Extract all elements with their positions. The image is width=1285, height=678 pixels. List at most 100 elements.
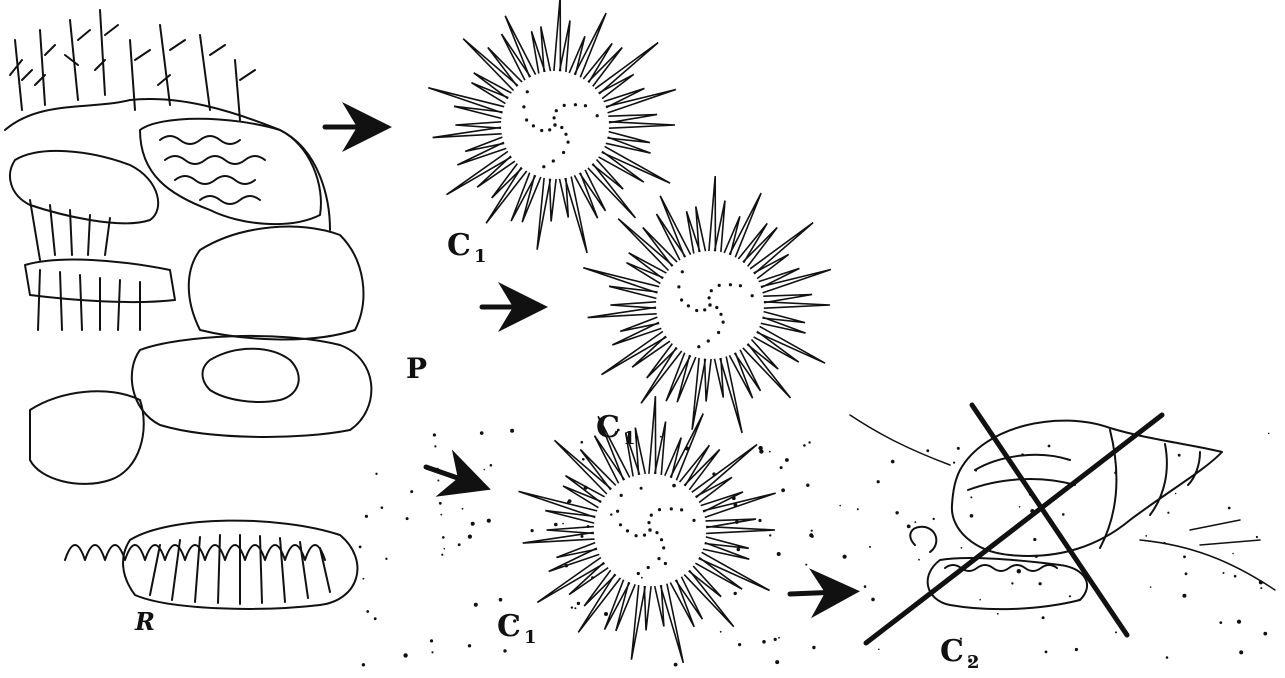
- urchin-tubercle: [680, 298, 683, 301]
- sediment-dot: [660, 436, 662, 438]
- urchin-spine: [655, 422, 666, 475]
- urchin-spine: [608, 115, 657, 123]
- svg-text:1: 1: [524, 627, 537, 648]
- urchin-icon: [583, 176, 831, 433]
- sediment-dot: [1045, 651, 1048, 654]
- sediment-dot: [811, 535, 814, 538]
- urchin-spine: [705, 359, 712, 402]
- urchin-tubercle: [751, 294, 754, 297]
- sediment-dot: [440, 514, 442, 516]
- sediment-dot: [604, 612, 608, 616]
- urchin-tubercle: [643, 534, 646, 537]
- urchin-tubercle: [648, 528, 651, 531]
- urchin-tubercle: [619, 523, 622, 526]
- urchin-tubercle: [670, 507, 673, 510]
- urchin-tubercle: [680, 508, 683, 511]
- urchin-spine: [580, 450, 616, 490]
- sediment-dot: [997, 613, 999, 615]
- sediment-dot: [490, 464, 493, 467]
- sediment-dot: [1011, 582, 1013, 584]
- urchin-spine: [706, 519, 756, 528]
- urchin-tubercle: [718, 284, 721, 287]
- urchin-spine: [606, 90, 676, 113]
- sediment-dot: [914, 521, 916, 523]
- urchin-tubercle: [695, 309, 698, 312]
- urchin-tubercle: [692, 519, 695, 522]
- sediment-dot: [775, 660, 779, 664]
- sediment-dot: [778, 637, 780, 639]
- consumer2-label: C 2: [940, 634, 980, 673]
- sediment-dot: [439, 502, 442, 505]
- urchin-spine: [649, 396, 656, 474]
- sediment-dot: [1033, 538, 1036, 541]
- sediment-dot: [735, 520, 739, 524]
- urchin-tubercle: [677, 285, 680, 288]
- urchin-tubercle: [553, 116, 556, 119]
- sediment-dot: [1017, 569, 1021, 573]
- urchin-spine: [709, 176, 716, 251]
- urchin-spine: [433, 127, 502, 137]
- sediment-dot: [531, 529, 534, 532]
- sediment-dot: [573, 590, 575, 592]
- sediment-dot: [584, 486, 588, 490]
- urchin-spine: [620, 317, 659, 331]
- consumer1-label-top: C 1: [447, 228, 487, 267]
- sediment-dot: [869, 546, 871, 548]
- sediment-dot: [591, 576, 594, 579]
- urchin-tubercle: [548, 128, 551, 131]
- sediment-dot: [806, 484, 809, 487]
- urchin-spine: [631, 585, 645, 660]
- sediment-dot: [1260, 587, 1262, 589]
- urchin-tubercle: [532, 124, 535, 127]
- sediment-dot: [774, 638, 777, 641]
- sediment-dot: [406, 517, 409, 520]
- sediment-dot: [769, 534, 771, 536]
- urchin-tubercle: [681, 270, 684, 273]
- sediment-dot: [1256, 536, 1258, 538]
- sediment-dot: [617, 429, 620, 432]
- sediment-dot: [1239, 650, 1243, 654]
- urchin-tubercle: [697, 345, 700, 348]
- urchin-tubercle: [707, 339, 710, 342]
- sediment-dot: [385, 558, 387, 560]
- urchin-spine: [705, 537, 749, 548]
- sediment-dot: [1175, 493, 1177, 495]
- consumer1-label-bottom: C 1: [497, 609, 537, 648]
- sediment-dot: [891, 460, 895, 464]
- urchin-tubercle: [655, 531, 658, 534]
- urchin-spine: [609, 286, 658, 298]
- urchin-tubercle: [715, 306, 718, 309]
- sediment-dot: [582, 458, 585, 461]
- urchin-tubercle: [687, 304, 690, 307]
- sediment-dot: [734, 592, 737, 595]
- cross-out-icon: [866, 405, 1162, 643]
- sediment-dot: [1268, 433, 1270, 435]
- sediment-dot: [1145, 535, 1147, 537]
- sediment-dot: [567, 501, 570, 504]
- urchin-spine: [554, 0, 561, 71]
- urchin-icon: [519, 396, 776, 663]
- sediment-dot: [712, 472, 715, 475]
- sediment-dot: [878, 649, 880, 651]
- consumer1-label-mid: C 1: [596, 410, 636, 449]
- urchin-tubercle: [708, 303, 711, 306]
- sediment-dot: [781, 488, 785, 492]
- svg-text:C: C: [447, 228, 471, 263]
- sediment-dot: [441, 554, 443, 556]
- sediment-dot: [758, 519, 761, 522]
- sediment-dot: [1062, 513, 1065, 516]
- sediment-dot: [436, 468, 439, 471]
- sediment-dot: [1182, 594, 1186, 598]
- urchin-tubercle: [657, 557, 660, 560]
- sediment-dot: [1042, 616, 1045, 619]
- sediment-dot: [562, 523, 564, 525]
- urchin-spine: [692, 358, 705, 430]
- sediment-dot: [777, 552, 781, 556]
- sediment-dot: [918, 559, 920, 561]
- sediment-dot: [758, 446, 762, 450]
- sediment-dot: [510, 429, 514, 433]
- sediment-dot: [805, 564, 807, 566]
- urchin-tubercle: [717, 331, 720, 334]
- sediment-dot: [1164, 542, 1166, 544]
- urchin-tubercle: [719, 313, 722, 316]
